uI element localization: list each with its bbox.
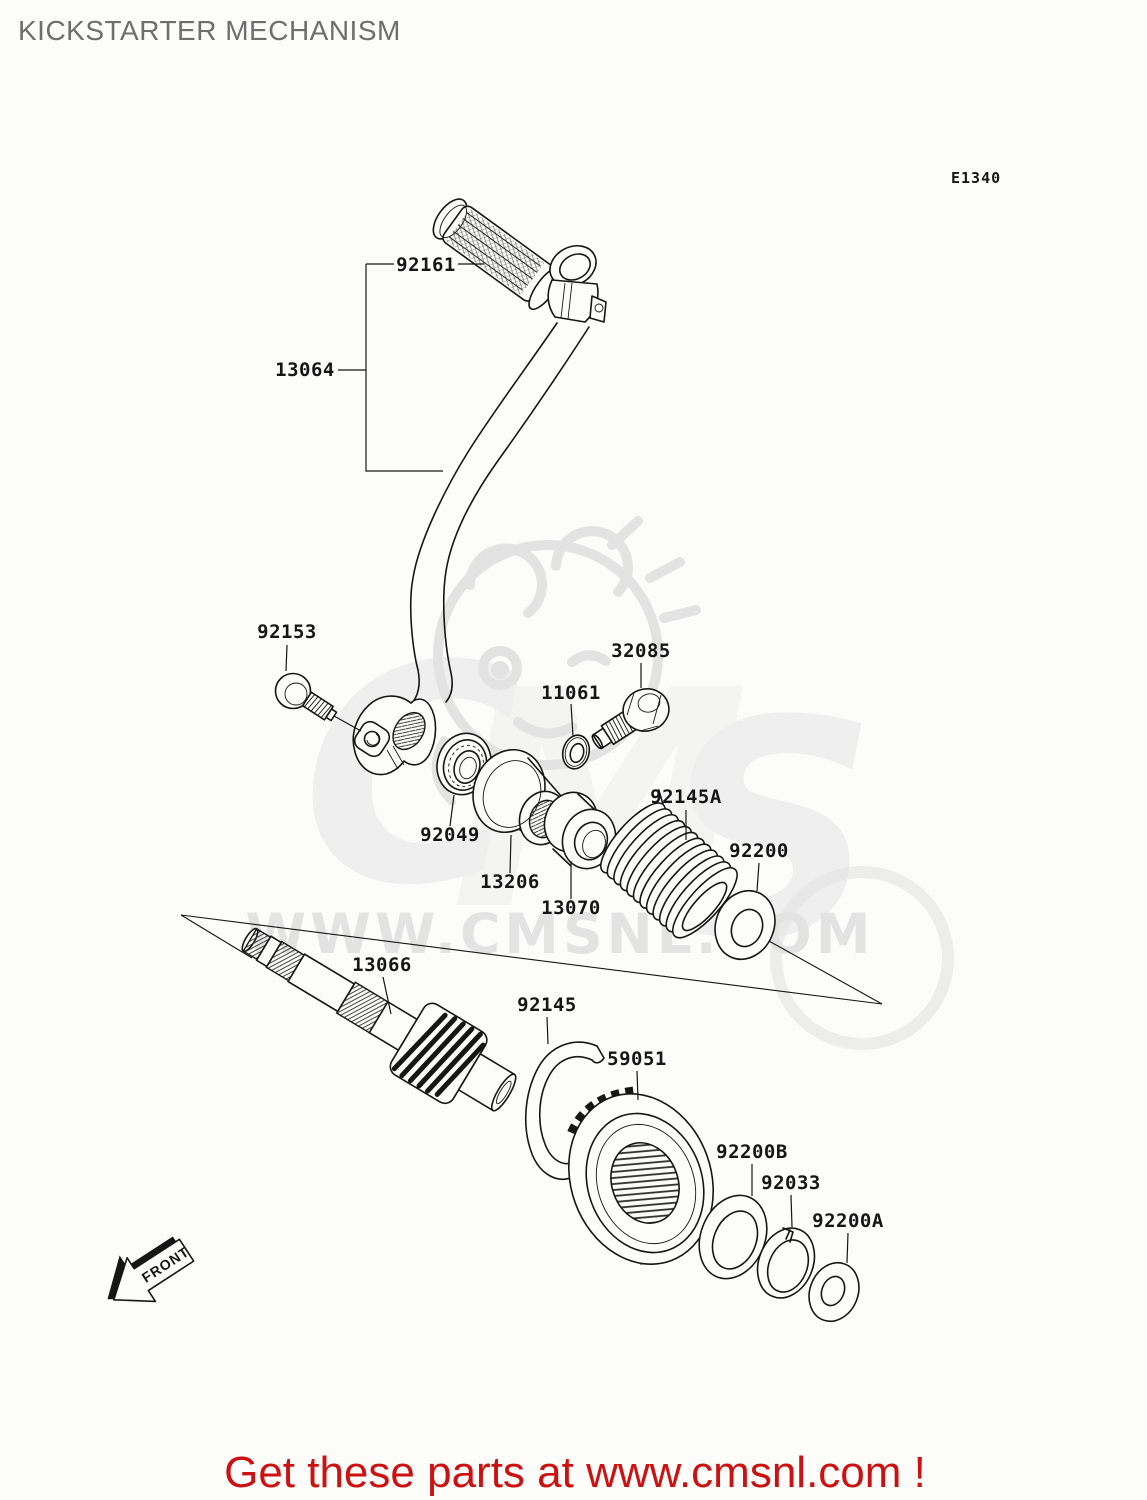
leader-92200: [756, 862, 760, 892]
part-13066-kick-shaft: 13066: [241, 927, 517, 1112]
part-label-59051: 59051: [607, 1048, 667, 1070]
promo-banner-text: Get these parts at www.cmsnl.com !: [224, 1448, 926, 1497]
leader-13066: [382, 976, 392, 1015]
leader-92049: [449, 794, 455, 827]
part-92033-circlip: 92033: [756, 1172, 821, 1299]
part-label-92161: 92161: [396, 254, 456, 276]
part-13064-kick-pedal: 13064: [275, 244, 607, 776]
part-label-13206: 13206: [480, 871, 540, 893]
leader-92153: [285, 644, 288, 672]
part-92200B-washer: 92200B: [698, 1141, 788, 1280]
part-92200-washer: 92200: [714, 840, 789, 961]
part-92153-pedal-bolt: 92153: [257, 621, 362, 732]
part-32085-bolt: 32085: [591, 640, 671, 750]
part-label-11061: 11061: [541, 682, 601, 704]
part-label-92049: 92049: [420, 824, 480, 846]
part-11061-washer: 11061: [541, 682, 601, 770]
watermark: C M S WWW.CMSNL.COM: [246, 516, 954, 1050]
part-label-92200B: 92200B: [716, 1141, 788, 1163]
part-label-32085: 32085: [611, 640, 671, 662]
leader-92145: [546, 1016, 549, 1045]
assembly-axis-line: [180, 914, 883, 1005]
part-59051-kick-gear: 59051: [567, 1048, 714, 1265]
watermark-mascot: [431, 516, 954, 1050]
leader-92153-to-clamp: [333, 715, 362, 732]
front-direction-marker: FRONT: [107, 1236, 195, 1303]
page-title: KICKSTARTER MECHANISM: [18, 15, 401, 46]
part-92145A-kick-spring: 92145A: [600, 786, 738, 939]
bracket-13064: [338, 264, 443, 472]
part-92200A-washer: 92200A: [808, 1210, 884, 1323]
leader-11061: [570, 703, 574, 737]
leader-59051: [636, 1070, 639, 1101]
leader-92033: [790, 1194, 793, 1228]
part-label-13066: 13066: [352, 954, 412, 976]
leader-92200A: [846, 1232, 849, 1264]
part-label-13064: 13064: [275, 359, 335, 381]
watermark-letter-s: S: [662, 657, 878, 1006]
part-92161-pedal-grip: 92161: [366, 198, 563, 311]
part-label-92145: 92145: [517, 994, 577, 1016]
part-label-92200A: 92200A: [812, 1210, 884, 1232]
part-label-92033: 92033: [761, 1172, 821, 1194]
part-label-92200: 92200: [729, 840, 789, 862]
part-label-92153: 92153: [257, 621, 317, 643]
leader-13206: [509, 834, 512, 874]
figure-code: E1340: [951, 169, 1001, 187]
part-label-13070: 13070: [541, 897, 601, 919]
part-label-92145A: 92145A: [650, 786, 722, 808]
